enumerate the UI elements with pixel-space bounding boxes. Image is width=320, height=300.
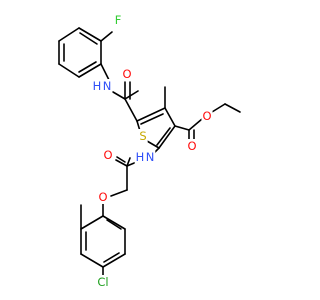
bond bbox=[102, 215, 126, 230]
bond bbox=[80, 253, 104, 268]
atom-label-background bbox=[101, 79, 113, 93]
thiophene-sulfur-label: S bbox=[139, 129, 146, 143]
chloromethylphenyl-ring bbox=[80, 202, 126, 277]
atom-label-background bbox=[102, 148, 114, 162]
upper-amide bbox=[100, 63, 139, 122]
bond bbox=[158, 125, 176, 149]
bond bbox=[115, 159, 128, 167]
bond bbox=[124, 98, 138, 122]
atom-label-background bbox=[134, 150, 146, 164]
atom-label-background bbox=[144, 150, 156, 164]
bond bbox=[80, 215, 104, 230]
chlorine-label: Cl bbox=[97, 275, 108, 289]
atom-label-background bbox=[138, 129, 148, 143]
bond bbox=[188, 118, 203, 131]
fluorine-label: F bbox=[115, 13, 122, 27]
bond bbox=[156, 127, 171, 146]
bond bbox=[103, 252, 120, 263]
atom-label-background bbox=[97, 190, 109, 204]
bond bbox=[100, 31, 113, 42]
acetamido-linker bbox=[110, 147, 160, 197]
atom-label-background bbox=[96, 275, 110, 289]
ethyl-ester bbox=[174, 103, 241, 141]
bond bbox=[136, 107, 166, 122]
molecule-structure-diagram: F N H O S O O N H O O Cl bbox=[58, 13, 241, 289]
atom-label-background bbox=[201, 109, 213, 123]
atom-label-background bbox=[113, 13, 123, 27]
bond bbox=[78, 61, 97, 73]
atom-label-background bbox=[186, 139, 198, 153]
bond bbox=[106, 219, 122, 230]
bond bbox=[58, 27, 80, 42]
bond bbox=[79, 32, 98, 45]
carbonyl-oxygen-label: O bbox=[122, 67, 131, 81]
bond bbox=[102, 253, 126, 268]
bond bbox=[116, 156, 126, 163]
bond bbox=[110, 189, 128, 197]
ester-ether-oxygen-label: O bbox=[202, 109, 211, 123]
phenoxy-oxygen-label: O bbox=[98, 190, 107, 204]
amide-nitrogen-label: N bbox=[103, 79, 112, 93]
bond bbox=[224, 103, 241, 113]
bond bbox=[78, 27, 102, 42]
bond bbox=[211, 103, 226, 113]
acetamide-oxygen-label: O bbox=[103, 148, 112, 162]
atom-label-background bbox=[121, 67, 133, 81]
bond bbox=[140, 113, 164, 125]
thiophene-ring bbox=[136, 86, 176, 149]
acetamide-hydrogen-label: H bbox=[136, 150, 145, 164]
bond bbox=[164, 107, 176, 127]
bond bbox=[112, 91, 126, 100]
bond bbox=[100, 63, 110, 81]
bond bbox=[78, 63, 102, 78]
ester-carbonyl-oxygen-label: O bbox=[187, 139, 196, 153]
bond bbox=[126, 157, 131, 167]
fluorophenyl-ring bbox=[58, 27, 113, 78]
acetamide-nitrogen-label: N bbox=[146, 150, 155, 164]
bond bbox=[174, 125, 190, 131]
bond bbox=[146, 140, 160, 149]
amide-hydrogen-label: H bbox=[93, 79, 102, 93]
bond bbox=[58, 63, 80, 78]
atom-labels: F N H O S O O N H O O Cl bbox=[91, 13, 213, 289]
atom-label-background bbox=[91, 79, 103, 93]
bond bbox=[124, 90, 139, 100]
